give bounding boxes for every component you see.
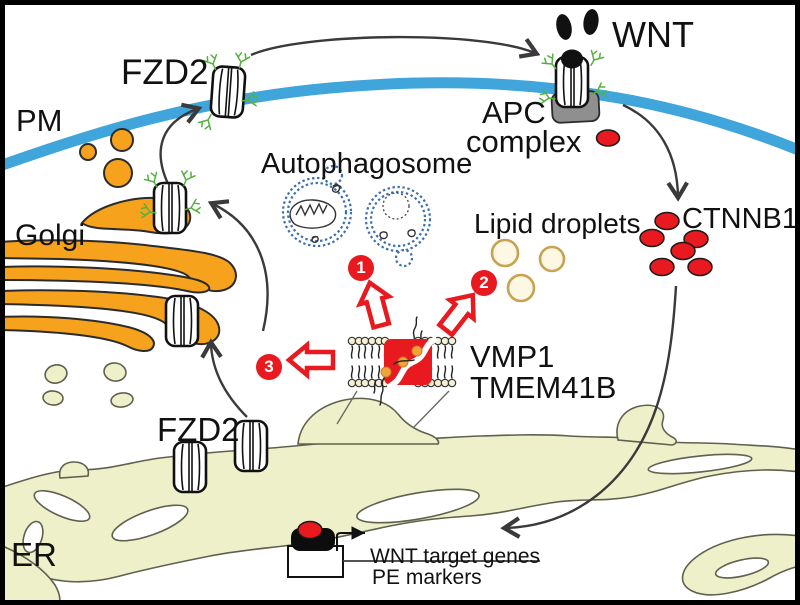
step3-arrow: [289, 345, 333, 375]
fzd2-pm-label: FZD2: [121, 53, 209, 92]
lipid-droplets: [490, 238, 566, 303]
fzd2-receptor-pm: [208, 64, 248, 120]
wnt-ligands: [556, 9, 599, 40]
er-label: ER: [11, 536, 57, 573]
receptors: [139, 47, 609, 494]
arrow-er-to-golgi: [211, 344, 248, 418]
ctnnb1-label: CTNNB1: [682, 203, 799, 235]
step-badge-1: 1: [348, 255, 374, 281]
step1-arrow: [355, 279, 395, 329]
arrow-to-golgi-upper: [213, 204, 269, 332]
apc-label-line1: APC: [482, 95, 546, 130]
vmp1-label: VMP1: [470, 339, 555, 374]
wnt-target-genes-label: WNT target genes: [370, 545, 541, 568]
autophagosome-bud: [322, 164, 344, 186]
er-vesicle: [44, 364, 68, 384]
autophagosome-label: Autophagosome: [261, 148, 473, 180]
er-vesicle: [42, 390, 64, 406]
tmem41b-label: TMEM41B: [470, 370, 617, 405]
gene-box: [287, 545, 344, 578]
golgi-vesicle: [110, 128, 134, 152]
fzd2-receptor-golgi: [164, 294, 200, 348]
arrow-golgi-to-pm: [159, 109, 197, 191]
autophagosome-left: [281, 164, 353, 248]
er-mound: [297, 397, 440, 445]
golgi-vesicle: [79, 143, 97, 161]
pe-markers-label: PE markers: [372, 566, 482, 589]
ctnnb1-on-gene: [297, 520, 323, 540]
autophagosome-right: [364, 185, 432, 268]
arrow-ctnnb1-to-genes: [506, 285, 678, 528]
fzd2-er-label: FZD2: [157, 411, 240, 448]
gene-module: [287, 520, 540, 578]
arrow-fzd2-to-wnt-receptor: [250, 35, 535, 55]
fzd2-receptor-er-left: [172, 440, 208, 494]
lipid-molecule: [380, 366, 392, 378]
fzd2-receptor-er-right: [233, 419, 269, 473]
step-badge-2: 2: [471, 270, 497, 296]
lipid-molecule: [411, 345, 423, 357]
fzd2-receptor-golgi-glyco: [152, 181, 188, 235]
step-badge-3: 3: [256, 354, 282, 380]
golgi-label: Golgi: [15, 219, 86, 252]
er-vesicle: [110, 392, 134, 408]
inset-callout-line: [336, 390, 450, 428]
arrow-apc-to-ctnnb1: [622, 103, 678, 196]
autophagosome-bud: [394, 248, 414, 268]
golgi-apparatus: [5, 128, 237, 352]
ctnnb1-molecules: [595, 129, 713, 277]
er-corner: [5, 546, 61, 600]
lipid-droplets-label: Lipid droplets: [474, 208, 641, 239]
golgi-vesicle: [103, 158, 133, 188]
mitochondrion: [289, 199, 337, 229]
wnt-label: WNT: [612, 14, 694, 55]
plasma-membrane: [5, 77, 795, 170]
pathway-arrows: [159, 35, 678, 528]
vmp1-tmem41b-bilayer: [347, 316, 457, 406]
er-vesicle: [103, 362, 127, 382]
apc-label-line2: complex: [466, 124, 582, 159]
pm-label: PM: [16, 103, 63, 138]
transcription-start-arrow: [336, 526, 365, 551]
wnt-on-receptor: [561, 49, 583, 69]
